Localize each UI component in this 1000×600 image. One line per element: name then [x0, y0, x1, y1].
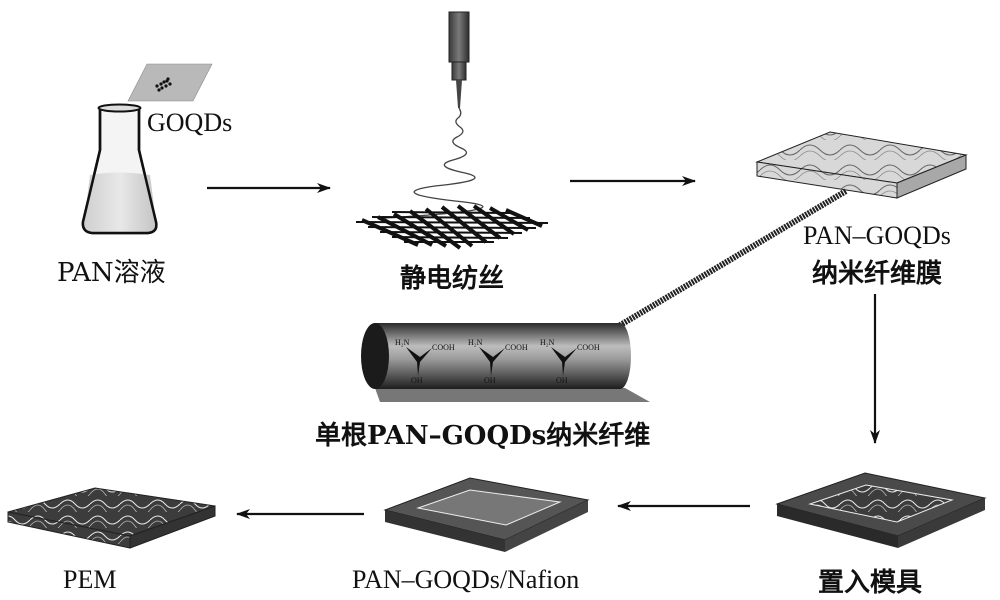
- nafion-mold-icon: [383, 477, 590, 552]
- mold-icon: [775, 472, 987, 548]
- svg-text:OH: OH: [556, 376, 568, 385]
- functional-group-3: H₂N COOH OH: [540, 338, 600, 385]
- place-in-mold-label: 置入模具: [818, 568, 923, 598]
- pem-icon: [7, 487, 216, 549]
- collector-grid-icon: [355, 204, 549, 250]
- functional-group-1: H₂N COOH OH: [395, 338, 455, 385]
- svg-text:OH: OH: [411, 376, 423, 385]
- single-fiber-cylinder-icon: H₂N COOH OH H₂N COOH OH H₂N COOH OH: [361, 323, 650, 402]
- membrane-label-line1: PAN–GOQDs: [803, 221, 951, 250]
- fiber-strand-icon: [610, 188, 848, 333]
- functional-group-2: H₂N COOH OH: [468, 338, 528, 385]
- svg-text:COOH: COOH: [577, 343, 600, 352]
- pan-goqds-nafion-label: PAN–GOQDs/Nafion: [352, 565, 580, 594]
- goqds-sheet-icon: [127, 63, 213, 102]
- svg-text:H₂N: H₂N: [395, 338, 410, 347]
- nozzle-icon: [448, 11, 470, 108]
- membrane-label-line2: 纳米纤维膜: [812, 259, 943, 289]
- svg-text:OH: OH: [484, 376, 496, 385]
- svg-text:H₂N: H₂N: [468, 338, 483, 347]
- svg-text:H₂N: H₂N: [540, 338, 555, 347]
- svg-text:COOH: COOH: [432, 343, 455, 352]
- nanofiber-membrane-icon: [755, 131, 968, 199]
- single-fiber-label: 单根PAN–GOQDs纳米纤维: [315, 421, 651, 451]
- pem-label: PEM: [63, 565, 117, 594]
- electrospinning-label: 静电纺丝: [400, 264, 505, 294]
- pan-solution-label: PAN溶液: [57, 258, 166, 288]
- svg-text:COOH: COOH: [505, 343, 528, 352]
- fiber-jet-icon: [384, 107, 484, 219]
- flask-icon: [81, 103, 158, 235]
- goqds-label: GOQDs: [147, 108, 233, 137]
